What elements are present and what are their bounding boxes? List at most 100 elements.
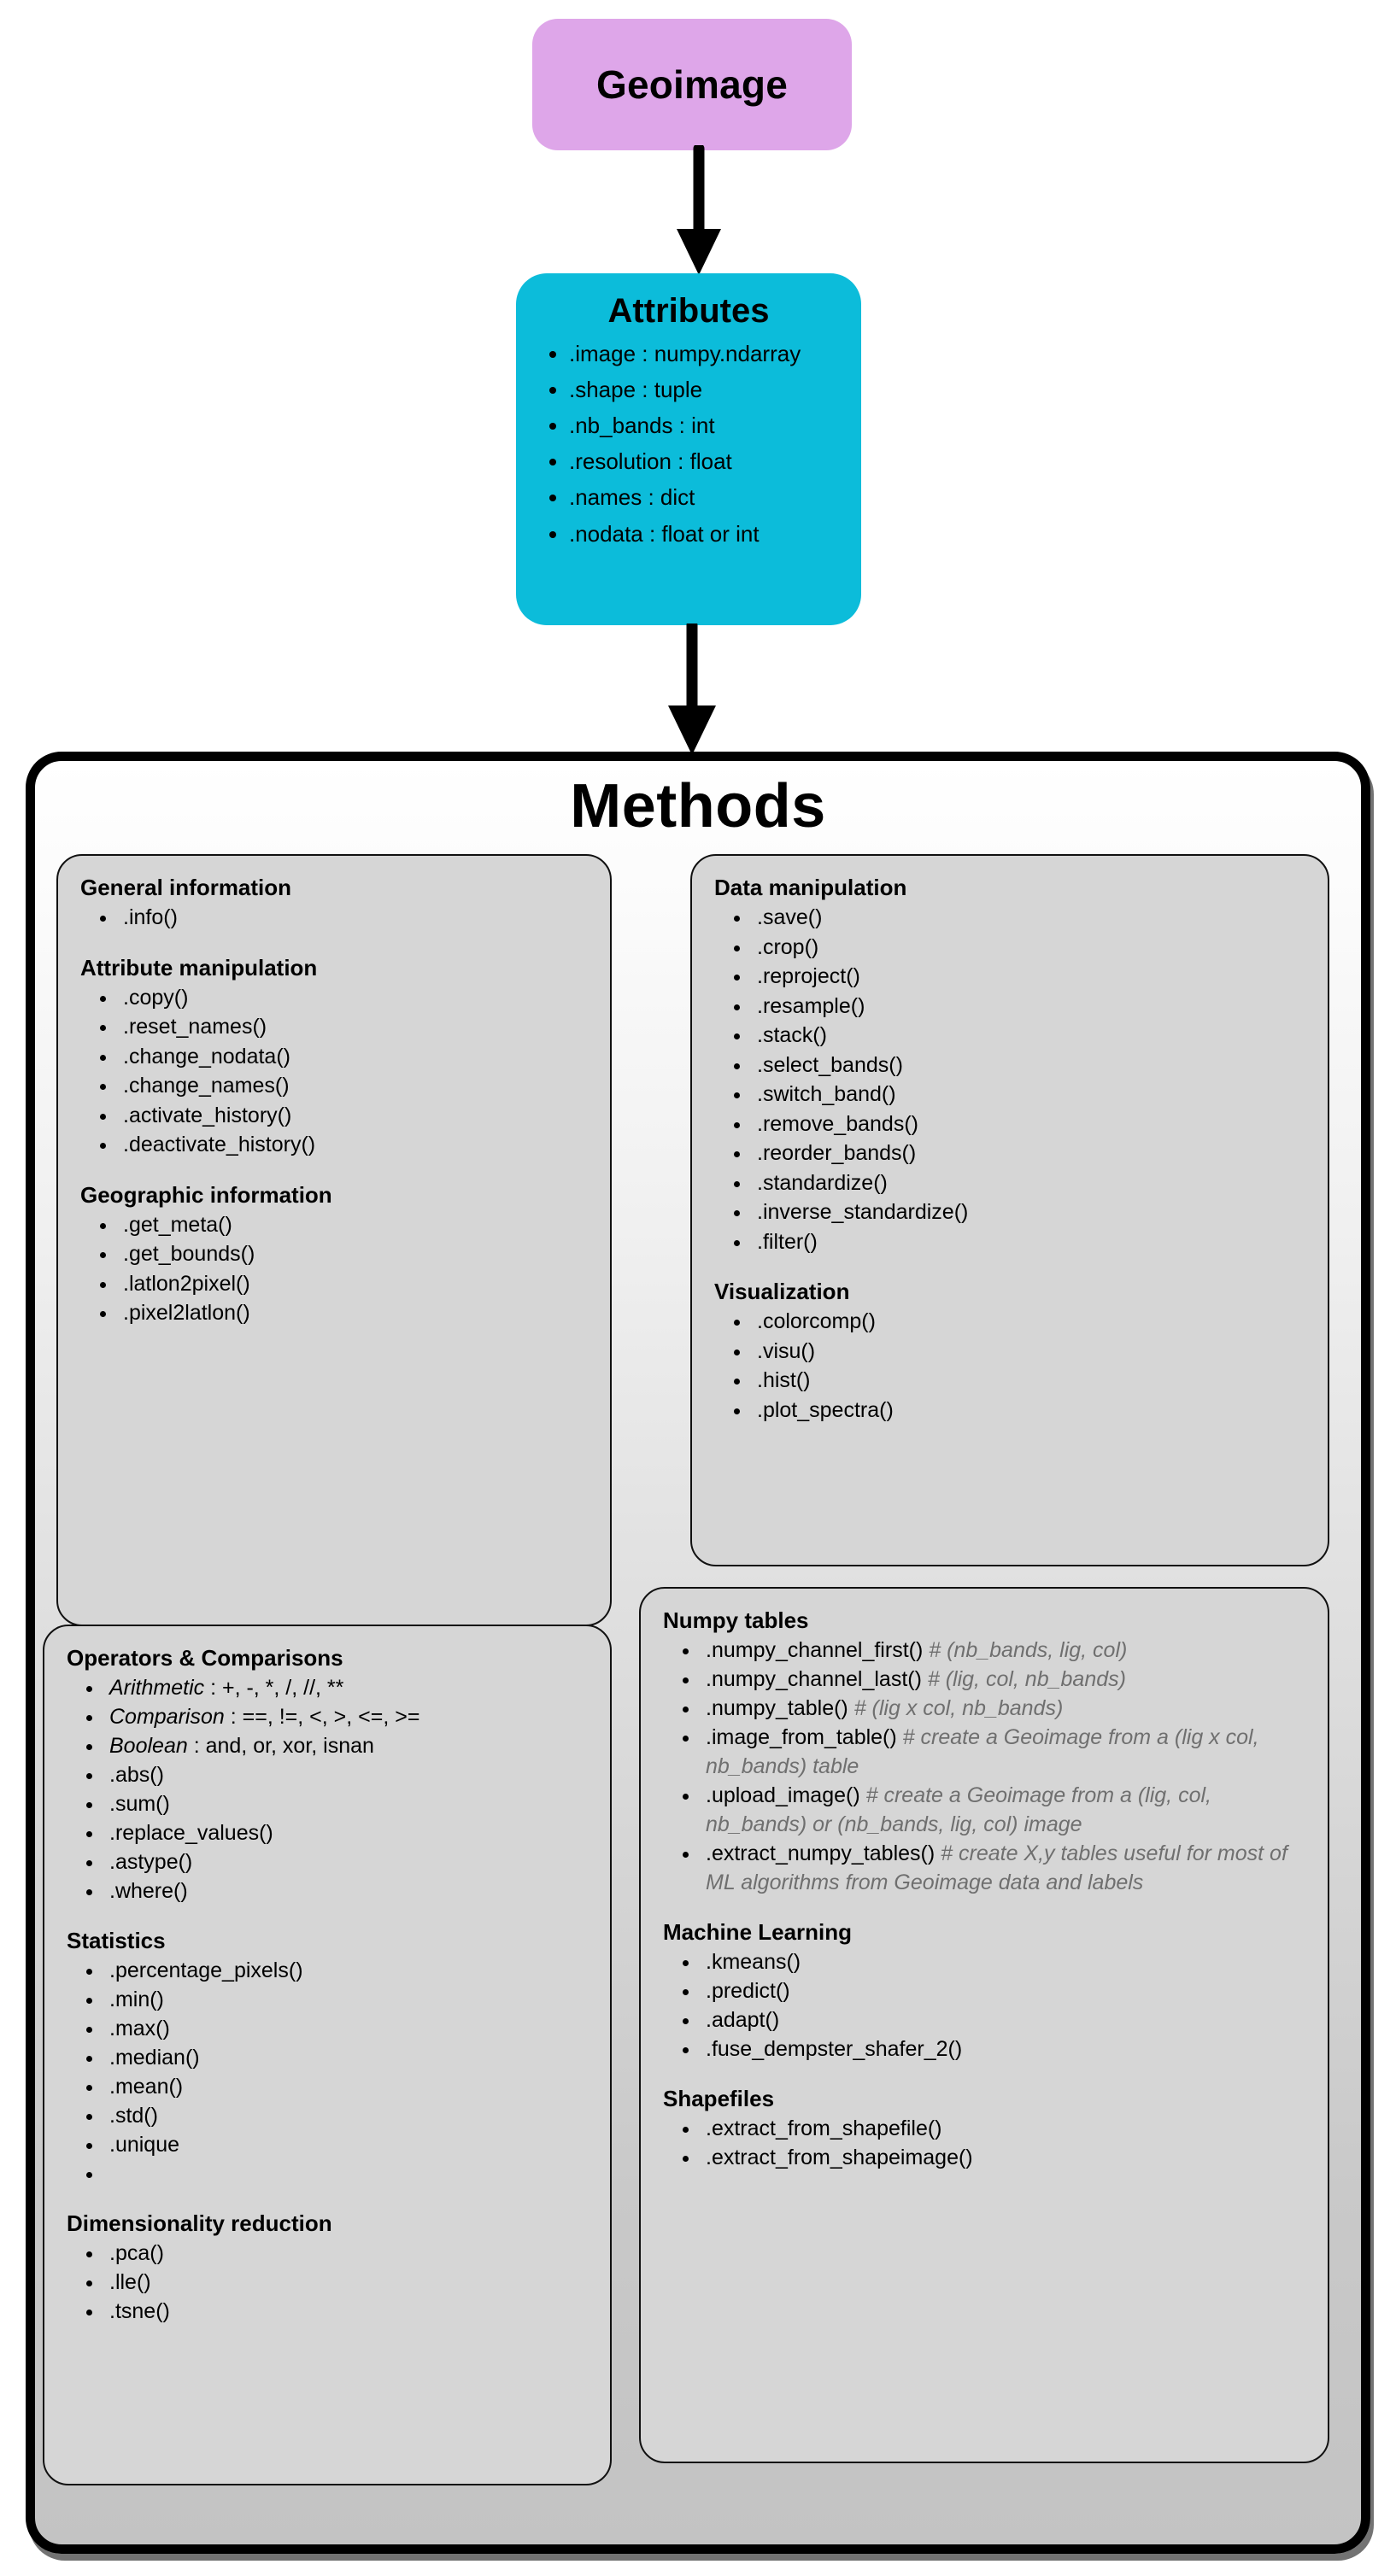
list-item: .fuse_dempster_shafer_2(): [701, 2034, 1305, 2064]
group-shapefiles: Shapefiles .extract_from_shapefile() .ex…: [663, 2086, 1305, 2172]
group-heading: General information: [80, 875, 292, 900]
method-list: .extract_from_shapefile() .extract_from_…: [663, 2114, 1305, 2172]
method-list: .save() .crop() .reproject() .resample()…: [714, 903, 1305, 1256]
group-heading: Data manipulation: [714, 875, 907, 900]
method-list: .kmeans() .predict() .adapt() .fuse_demp…: [663, 1947, 1305, 2064]
group-dimensionality-reduction: Dimensionality reduction .pca() .lle() .…: [67, 2210, 588, 2326]
method-name: .numpy_table(): [706, 1696, 848, 1720]
list-item: .names : dict: [569, 479, 853, 515]
group-heading: Numpy tables: [663, 1607, 809, 1633]
method-list: .copy() .reset_names() .change_nodata() …: [80, 983, 588, 1160]
list-item: .standardize(): [752, 1168, 1305, 1198]
term-rest: : ==, !=, <, >, <=, >=: [224, 1705, 420, 1729]
list-item: .extract_numpy_tables() # create X,y tab…: [701, 1839, 1305, 1897]
list-item: Comparison : ==, !=, <, >, <=, >=: [104, 1702, 588, 1731]
group-machine-learning: Machine Learning .kmeans() .predict() .a…: [663, 1919, 1305, 2064]
list-item: .reorder_bands(): [752, 1139, 1305, 1168]
list-item: .max(): [104, 2014, 588, 2043]
list-item: .shape : tuple: [569, 372, 853, 407]
method-name: .numpy_channel_first(): [706, 1638, 924, 1662]
list-item: .lle(): [104, 2268, 588, 2297]
group-heading: Attribute manipulation: [80, 954, 318, 981]
list-item: .filter(): [752, 1227, 1305, 1257]
list-item: .activate_history(): [118, 1101, 588, 1131]
list-item: Boolean : and, or, xor, isnan: [104, 1731, 588, 1760]
list-item: .min(): [104, 1985, 588, 2014]
list-item: .tsne(): [104, 2297, 588, 2326]
group-data-manipulation: Data manipulation .save() .crop() .repro…: [714, 875, 1305, 1256]
list-item: .get_meta(): [118, 1210, 588, 1240]
method-list: .info(): [80, 903, 588, 933]
list-item: .image_from_table() # create a Geoimage …: [701, 1723, 1305, 1781]
list-item: .where(): [104, 1876, 588, 1906]
method-comment: # (lig, col, nb_bands): [927, 1667, 1126, 1691]
method-comment: # (lig x col, nb_bands): [853, 1696, 1064, 1720]
list-item: .mean(): [104, 2072, 588, 2101]
list-item: .numpy_channel_first() # (nb_bands, lig,…: [701, 1636, 1305, 1665]
method-list: Arithmetic : +, -, *, /, //, ** Comparis…: [67, 1673, 588, 1906]
list-item: .predict(): [701, 1976, 1305, 2005]
list-item: .std(): [104, 2101, 588, 2130]
list-item: .latlon2pixel(): [118, 1269, 588, 1299]
list-item: .upload_image() # create a Geoimage from…: [701, 1781, 1305, 1839]
list-item: .pixel2latlon(): [118, 1298, 588, 1328]
list-item: .median(): [104, 2043, 588, 2072]
list-item: .reset_names(): [118, 1012, 588, 1042]
list-item: .extract_from_shapefile(): [701, 2114, 1305, 2143]
list-item: .resolution : float: [569, 443, 853, 479]
panel-operators-statistics-dimred: Operators & Comparisons Arithmetic : +, …: [43, 1625, 612, 2485]
method-list: .colorcomp() .visu() .hist() .plot_spect…: [714, 1307, 1305, 1425]
list-item: .remove_bands(): [752, 1109, 1305, 1139]
list-item: .reproject(): [752, 962, 1305, 992]
group-heading: Statistics: [67, 1928, 166, 1953]
group-heading: Visualization: [714, 1279, 850, 1304]
method-name: .image_from_table(): [706, 1725, 897, 1749]
list-item: .inverse_standardize(): [752, 1197, 1305, 1227]
list-item: .extract_from_shapeimage(): [701, 2143, 1305, 2172]
method-comment: # create X,y tables useful for most of M…: [706, 1841, 1287, 1894]
list-item: .select_bands(): [752, 1051, 1305, 1080]
method-comment: # create a Geoimage from a (lig x col, n…: [706, 1725, 1259, 1778]
list-item: .plot_spectra(): [752, 1396, 1305, 1426]
methods-title: Methods: [570, 772, 826, 840]
list-item: .pca(): [104, 2239, 588, 2268]
list-item: .nb_bands : int: [569, 407, 853, 443]
list-item: .numpy_table() # (lig x col, nb_bands): [701, 1694, 1305, 1723]
panel-data-manipulation-visualization: Data manipulation .save() .crop() .repro…: [690, 854, 1329, 1566]
list-item: .copy(): [118, 983, 588, 1013]
list-item: .astype(): [104, 1847, 588, 1876]
list-item: .deactivate_history(): [118, 1130, 588, 1160]
arrow-attributes-to-methods: [668, 624, 716, 755]
list-item-empty: [104, 2159, 588, 2188]
list-item: .get_bounds(): [118, 1239, 588, 1269]
term-rest: : and, or, xor, isnan: [187, 1734, 374, 1758]
term-label: Arithmetic: [109, 1676, 205, 1700]
method-list: .pca() .lle() .tsne(): [67, 2239, 588, 2326]
list-item: .replace_values(): [104, 1818, 588, 1847]
term-label: Boolean: [109, 1734, 188, 1758]
group-heading: Operators & Comparisons: [67, 1645, 343, 1671]
list-item: .switch_band(): [752, 1080, 1305, 1109]
list-item: .kmeans(): [701, 1947, 1305, 1976]
list-item: .change_nodata(): [118, 1042, 588, 1072]
list-item: .stack(): [752, 1021, 1305, 1051]
list-item: .nodata : float or int: [569, 516, 853, 552]
method-comment: # (nb_bands, lig, col): [929, 1638, 1128, 1662]
list-item: .adapt(): [701, 2005, 1305, 2034]
arrow-geoimage-to-attributes: [677, 145, 721, 275]
geoimage-title: Geoimage: [595, 62, 788, 107]
group-heading: Dimensionality reduction: [67, 2210, 332, 2236]
attributes-node: Attributes .image : numpy.ndarray .shape…: [516, 273, 861, 625]
group-heading: Geographic information: [80, 1181, 332, 1208]
group-geographic-information: Geographic information .get_meta() .get_…: [80, 1182, 588, 1328]
method-name: .numpy_channel_last(): [706, 1667, 922, 1691]
group-operators-comparisons: Operators & Comparisons Arithmetic : +, …: [67, 1645, 588, 1906]
list-item: .unique: [104, 2130, 588, 2159]
list-item: .save(): [752, 903, 1305, 933]
group-heading: Machine Learning: [663, 1919, 853, 1945]
list-item: .sum(): [104, 1789, 588, 1818]
panel-numpy-ml-shapefiles: Numpy tables .numpy_channel_first() # (n…: [639, 1587, 1329, 2463]
list-item: .resample(): [752, 992, 1305, 1022]
group-attribute-manipulation: Attribute manipulation .copy() .reset_na…: [80, 955, 588, 1160]
list-item: .image : numpy.ndarray: [569, 336, 853, 372]
